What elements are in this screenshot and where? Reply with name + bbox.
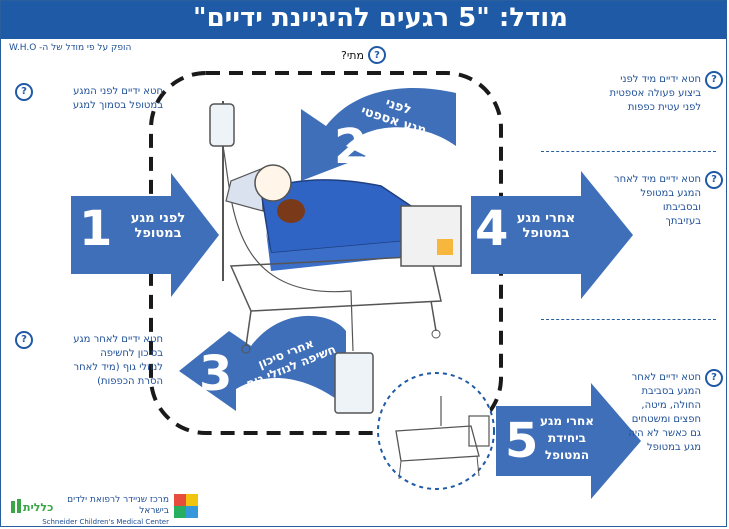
note-line: המגע במטופל — [640, 188, 701, 199]
question-icon: ? — [15, 331, 33, 349]
hospital-name-he: מרכז שניידר לרפואת ילדים בישראל — [67, 495, 169, 516]
moment-1-label: לפני מגע במטופל — [113, 211, 203, 241]
note-line: החולה, מיטה, — [641, 400, 701, 411]
note-line: חטא ידיים מיד לאחר — [613, 174, 701, 185]
teddy-bear — [277, 199, 305, 223]
note-line: בעזיבתך — [665, 216, 701, 227]
page-title: מודל: "5 רגעים להיגיינת ידיים" — [193, 3, 568, 33]
moment-5-line3: המטופל — [544, 448, 590, 462]
note-line: חטא ידיים מיד לפני — [620, 74, 701, 85]
moment-5-number: 5 — [505, 413, 539, 469]
puzzle-logo — [174, 494, 198, 518]
urine-bag-icon — [334, 352, 374, 414]
moment-3-note: ? חטא ידיים לאחר מגע בסיכון לחשיפה לנוזל… — [13, 331, 163, 389]
moment-2-note: ? חטא ידיים מיד לפני ביצוע פעולה אספטית … — [601, 71, 723, 115]
question-icon: ? — [705, 71, 723, 89]
moment-5-arrow — [496, 383, 641, 499]
note-line: לפני עטית כפפות — [627, 102, 701, 113]
moment-1-note: ? חטא ידיים לפני המגע במטופל בסמוך למגע — [13, 83, 163, 113]
note-line: חטא ידיים לאחר — [631, 372, 701, 383]
note-line: במטופל בסמוך למגע — [72, 100, 163, 111]
divider — [541, 319, 716, 320]
iv-bag-icon — [209, 103, 235, 147]
moment-4-label: אחרי מגע במטופל — [506, 211, 586, 241]
note-line: בסיכון לחשיפה — [100, 348, 163, 359]
moment-4-line1: אחרי מגע — [516, 211, 576, 226]
question-icon: ? — [705, 171, 723, 189]
note-line: מגע במטופל — [646, 442, 701, 453]
note-line: חטא ידיים לפני המגע — [73, 86, 163, 97]
when-label: ? מתי? — [341, 46, 386, 64]
moment-4-note: ? חטא ידיים מיד לאחר המגע במטופל ובסביבת… — [601, 171, 723, 229]
question-icon: ? — [368, 46, 386, 64]
who-credit: הופק על פי מודל של ה- W.H.O — [9, 43, 132, 53]
moment-5-line1: אחרי מגע — [540, 414, 594, 428]
clalit-logo-text: כללית — [23, 501, 54, 514]
puzzle-sticker — [437, 239, 453, 255]
moment-4-line2: במטופל — [522, 226, 570, 241]
moment-4-number: 4 — [475, 201, 509, 257]
note-line: המגע בסביבת — [641, 386, 701, 397]
note-line: חפצים ומשטחים — [631, 414, 701, 425]
moment-1-line2: במטופל — [134, 226, 182, 241]
note-line: ובסביבתו — [662, 202, 701, 213]
moment-3-number: 3 — [199, 346, 233, 402]
bed-illustration — [209, 101, 462, 414]
question-icon: ? — [15, 83, 33, 101]
note-line: לנוזלי גוף (מיד לאחר — [73, 362, 163, 373]
moment-4-arrow — [471, 171, 633, 299]
moment-1-arrow — [71, 173, 219, 297]
hospital-logo-text: מרכז שניידר לרפואת ילדים בישראל Schneide… — [41, 495, 169, 526]
moment-1-number: 1 — [79, 201, 113, 257]
moment-5-line2: ביחידת — [548, 431, 586, 445]
title-bar: מודל: "5 רגעים להיגיינת ידיים" — [1, 1, 726, 39]
moment-5-label: אחרי מגע ביחידת המטופל — [536, 413, 598, 464]
moment-2-number: 2 — [334, 119, 368, 175]
moment-3-arrow — [179, 315, 346, 411]
hospital-name-en: Schneider Children's Medical Center of I… — [42, 518, 169, 526]
note-line: הסרת הכפפות) — [97, 376, 163, 387]
divider — [541, 151, 716, 152]
moment-1-line1: לפני מגע — [130, 211, 186, 226]
question-icon: ? — [705, 369, 723, 387]
moment-5-note: ? חטא ידיים לאחר המגע בסביבת החולה, מיטה… — [601, 369, 723, 455]
empty-bed-illustration — [395, 396, 490, 480]
note-line: ביצוע פעולה אספטית — [609, 88, 701, 99]
moment-2-arrow — [301, 87, 456, 181]
note-line: גם כאשר לא היה — [628, 428, 701, 439]
note-line: חטא ידיים לאחר מגע — [73, 334, 163, 345]
clalit-logo — [11, 499, 21, 513]
when-text: מתי? — [341, 48, 364, 62]
